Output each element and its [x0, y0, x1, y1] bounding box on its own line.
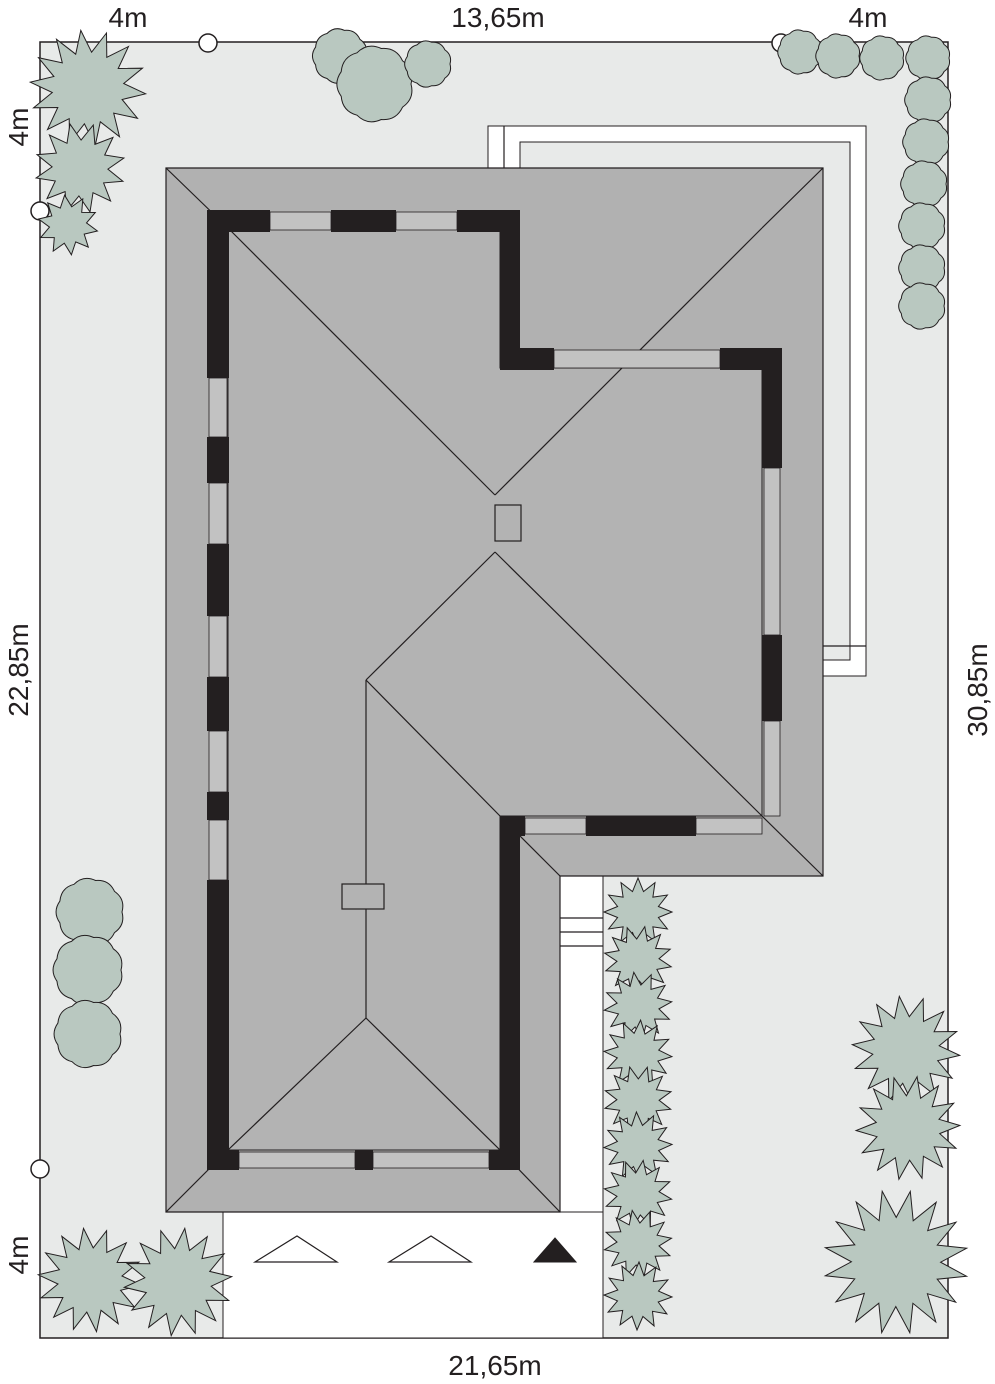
deciduous-shrub — [900, 160, 948, 208]
dim-left-upper-setback: 4m — [3, 108, 34, 147]
dim-top-frontage: 13,65m — [451, 2, 544, 33]
deciduous-shrub — [859, 35, 905, 81]
deciduous-shrub — [777, 29, 823, 75]
conifer-tree — [37, 194, 99, 256]
chimney-upper — [494, 504, 522, 542]
circle-marker-icon — [30, 1159, 50, 1179]
deciduous-shrub — [53, 999, 122, 1069]
deciduous-shrub — [902, 118, 950, 166]
dim-top-right-setback: 4m — [849, 2, 888, 33]
chimney-lower — [341, 883, 385, 910]
deciduous-shrub — [905, 35, 951, 81]
conifer-tree — [603, 1209, 673, 1279]
exterior-walls — [207, 210, 782, 1170]
circle-marker-icon — [198, 33, 218, 53]
deciduous-shrub — [898, 282, 946, 330]
deciduous-shrub — [336, 45, 413, 123]
conifer-tree — [34, 122, 126, 214]
dim-top-left-setback: 4m — [109, 2, 148, 33]
deciduous-shrub — [815, 33, 861, 79]
deciduous-shrub — [404, 40, 452, 88]
dim-bottom-width: 21,65m — [448, 1350, 541, 1381]
conifer-tree — [36, 1226, 144, 1334]
triangle-filled-icon — [532, 1237, 578, 1263]
conifer-tree — [854, 1075, 962, 1181]
conifer-tree — [122, 1226, 234, 1338]
dim-right-side-length: 30,85m — [962, 643, 993, 736]
deciduous-shrub — [904, 76, 952, 124]
conifer-tree — [28, 28, 148, 148]
deciduous-shrub — [52, 934, 123, 1006]
dim-left-side-length: 22,85m — [3, 623, 34, 716]
deciduous-shrub — [898, 202, 946, 250]
conifer-tree — [850, 994, 962, 1106]
triangle-outline-icon — [252, 1235, 340, 1263]
triangle-outline-icon — [386, 1235, 474, 1263]
windows — [208, 211, 781, 1169]
conifer-tree — [823, 1189, 969, 1335]
dim-left-lower-setback: 4m — [3, 1236, 34, 1275]
vegetation — [28, 28, 969, 1338]
conifer-tree — [602, 1260, 674, 1332]
